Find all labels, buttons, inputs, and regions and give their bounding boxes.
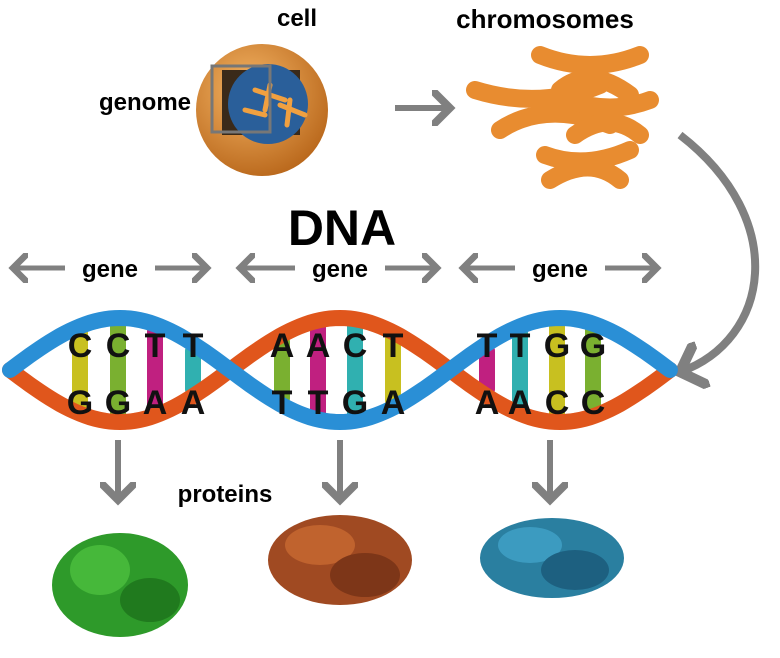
base-pair-rung xyxy=(585,323,601,417)
base-bottom: G xyxy=(105,384,131,422)
gene-span-1: gene xyxy=(13,256,207,283)
base-pair-rung xyxy=(274,334,290,406)
protein-blue xyxy=(480,518,624,598)
chromosomes-illustration xyxy=(466,46,659,189)
chromosomes-to-dna-arrow xyxy=(680,131,760,372)
base-bottom: A xyxy=(143,384,168,422)
base-pair-rung xyxy=(512,326,528,414)
strand-orange xyxy=(2,309,678,431)
base-bottom: G xyxy=(342,384,368,422)
base-pair-rung xyxy=(479,343,495,397)
cell-label: cell xyxy=(277,5,317,32)
base-top: T xyxy=(145,327,166,365)
base-bottom: G xyxy=(67,384,93,422)
base-bottom: C xyxy=(581,384,606,422)
base-top: T xyxy=(510,327,531,365)
protein-brown xyxy=(268,515,412,605)
genome-label: genome xyxy=(99,89,191,116)
base-top: C xyxy=(68,327,93,365)
base-pair-rung xyxy=(385,332,401,408)
base-bottom: T xyxy=(308,384,329,422)
cell-illustration xyxy=(196,44,328,176)
base-pair-rung xyxy=(549,318,565,422)
base-bottom: T xyxy=(272,384,293,422)
genome-highlight-box xyxy=(210,64,272,134)
protein-green xyxy=(52,533,188,637)
base-top: C xyxy=(106,327,131,365)
base-bottom: A xyxy=(508,384,533,422)
base-pair-rung xyxy=(310,320,326,420)
dna-title: DNA xyxy=(288,200,396,256)
base-pair-rung xyxy=(347,319,363,421)
gene-span-2: gene xyxy=(240,256,437,283)
chromosomes-label: chromosomes xyxy=(456,4,634,34)
proteins-label: proteins xyxy=(178,481,273,508)
strand-blue xyxy=(2,309,678,431)
base-pair-rung xyxy=(110,318,126,422)
base-bottom: A xyxy=(181,384,206,422)
base-top: T xyxy=(383,327,404,365)
gene-label: gene xyxy=(312,256,368,283)
base-pair-rung xyxy=(72,326,88,414)
base-top: G xyxy=(580,327,606,365)
base-top: T xyxy=(183,327,204,365)
base-bottom: A xyxy=(475,384,500,422)
gene-label: gene xyxy=(82,256,138,283)
base-pair-rung xyxy=(147,324,163,416)
gene-label: gene xyxy=(532,256,588,283)
base-top: T xyxy=(477,327,498,365)
base-top: G xyxy=(544,327,570,365)
base-top: A xyxy=(306,327,331,365)
base-pair-rung xyxy=(185,343,201,397)
gene-span-3: gene xyxy=(463,256,657,283)
base-bottom: A xyxy=(381,384,406,422)
base-top: A xyxy=(270,327,295,365)
base-bottom: C xyxy=(545,384,570,422)
base-top: C xyxy=(343,327,368,365)
